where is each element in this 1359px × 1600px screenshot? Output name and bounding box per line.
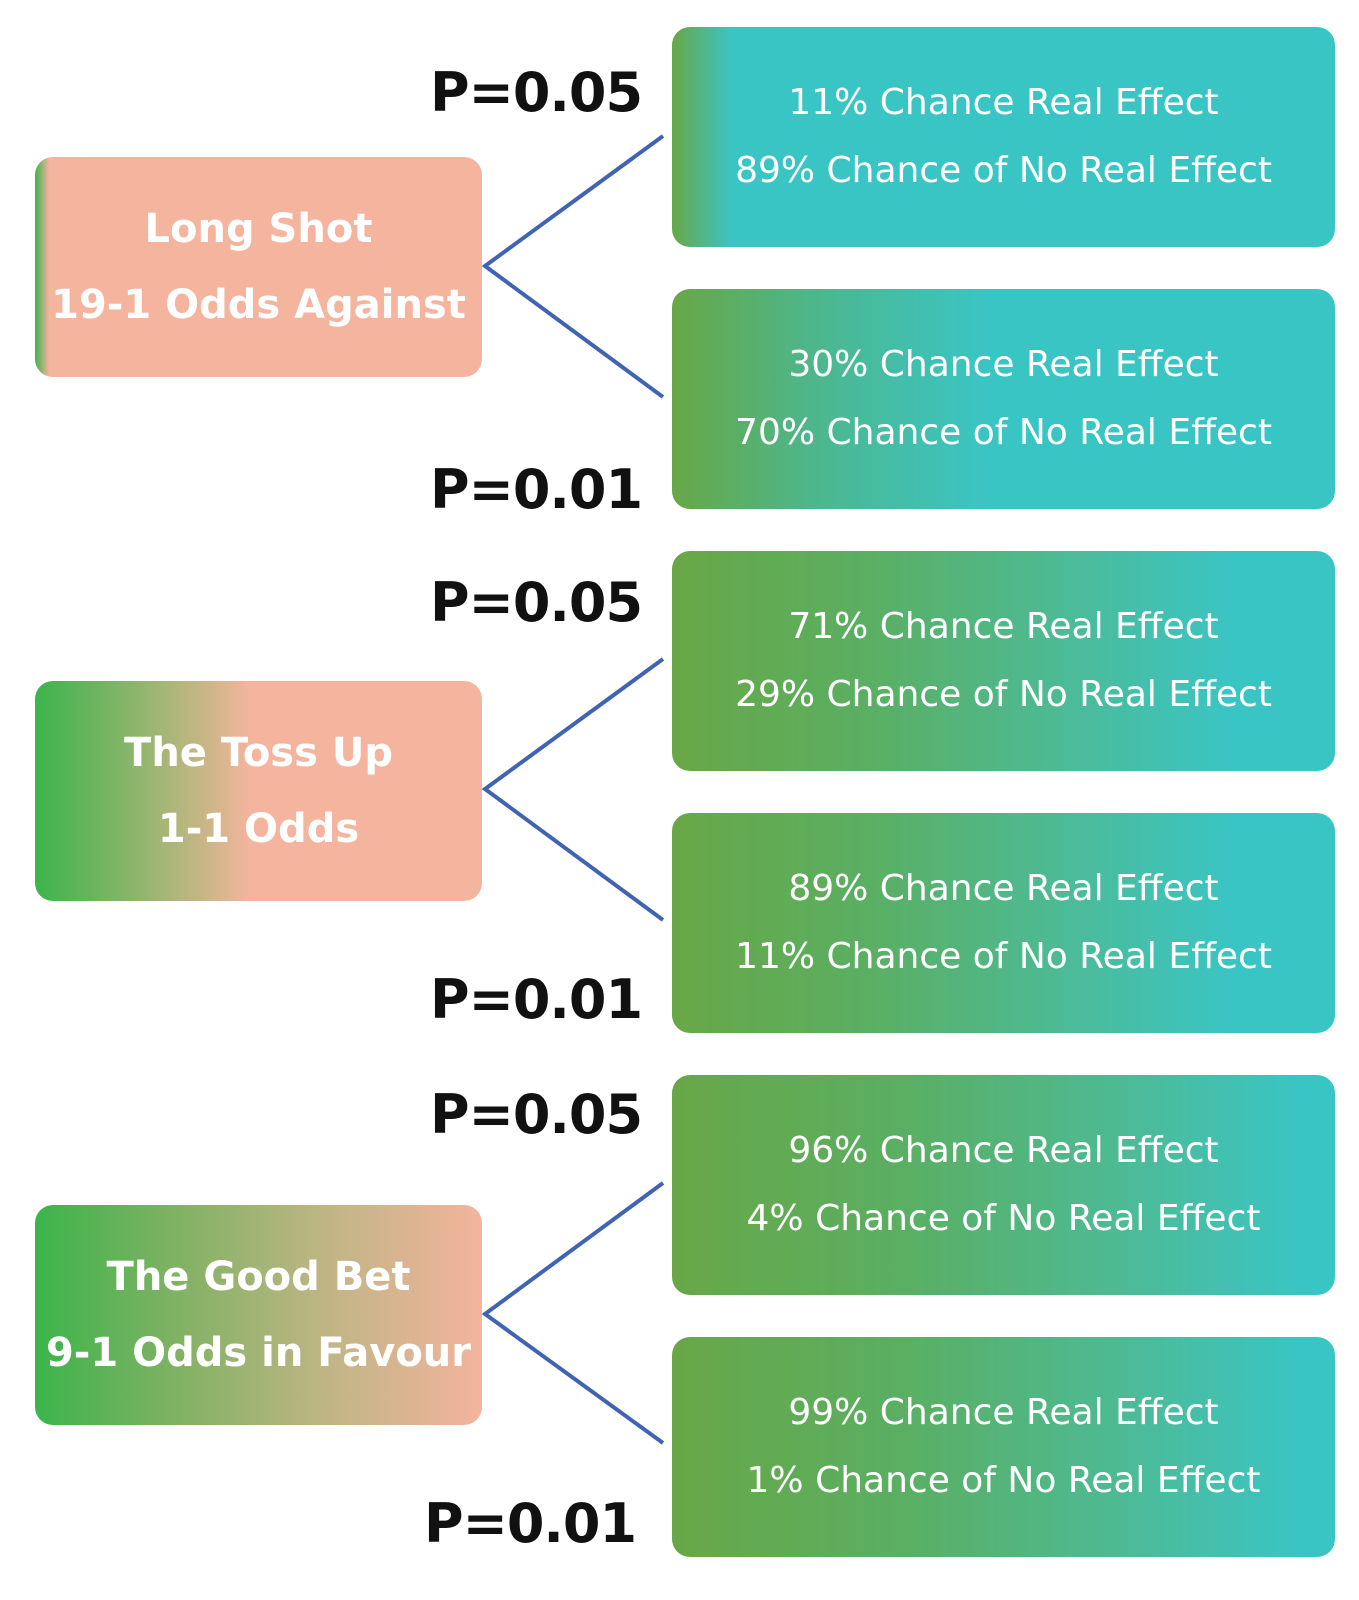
p-label-001: P=0.01	[424, 1492, 637, 1555]
real-effect-text: 71% Chance Real Effect	[788, 606, 1219, 647]
real-effect-text: 11% Chance Real Effect	[788, 82, 1219, 123]
prior-odds: 19-1 Odds Against	[51, 282, 466, 328]
real-effect-text: 30% Chance Real Effect	[788, 344, 1219, 385]
result-box-good-bet-p001: 99% Chance Real Effect 1% Chance of No R…	[672, 1337, 1335, 1557]
connector-group-3	[481, 1181, 665, 1445]
result-box-toss-up-p001: 89% Chance Real Effect 11% Chance of No …	[672, 813, 1335, 1033]
no-real-effect-text: 29% Chance of No Real Effect	[735, 674, 1272, 715]
prior-title: The Toss Up	[124, 730, 393, 776]
no-real-effect-text: 1% Chance of No Real Effect	[746, 1460, 1261, 1501]
connector-group-2	[481, 657, 665, 922]
prior-title: The Good Bet	[106, 1254, 411, 1300]
real-effect-text: 99% Chance Real Effect	[788, 1392, 1219, 1433]
p-label-005: P=0.05	[430, 571, 643, 634]
result-box-long-shot-p005: 11% Chance Real Effect 89% Chance of No …	[672, 27, 1335, 247]
no-real-effect-text: 89% Chance of No Real Effect	[735, 150, 1272, 191]
no-real-effect-text: 4% Chance of No Real Effect	[746, 1198, 1261, 1239]
result-box-toss-up-p005: 71% Chance Real Effect 29% Chance of No …	[672, 551, 1335, 771]
p-label-001: P=0.01	[430, 458, 643, 521]
prior-box-long-shot: Long Shot 19-1 Odds Against	[35, 157, 482, 377]
no-real-effect-text: 70% Chance of No Real Effect	[735, 412, 1272, 453]
real-effect-text: 96% Chance Real Effect	[788, 1130, 1219, 1171]
prior-box-good-bet: The Good Bet 9-1 Odds in Favour	[35, 1205, 482, 1425]
prior-odds: 1-1 Odds	[157, 806, 360, 852]
prior-box-toss-up: The Toss Up 1-1 Odds	[35, 681, 482, 901]
p-label-001: P=0.01	[430, 968, 643, 1031]
connector-group-1	[481, 134, 665, 399]
result-box-good-bet-p005: 96% Chance Real Effect 4% Chance of No R…	[672, 1075, 1335, 1295]
result-box-long-shot-p001: 30% Chance Real Effect 70% Chance of No …	[672, 289, 1335, 509]
real-effect-text: 89% Chance Real Effect	[788, 868, 1219, 909]
prior-odds: 9-1 Odds in Favour	[45, 1330, 472, 1376]
p-label-005: P=0.05	[430, 1083, 643, 1146]
prior-title: Long Shot	[144, 206, 373, 252]
no-real-effect-text: 11% Chance of No Real Effect	[735, 936, 1272, 977]
p-label-005: P=0.05	[430, 61, 643, 124]
